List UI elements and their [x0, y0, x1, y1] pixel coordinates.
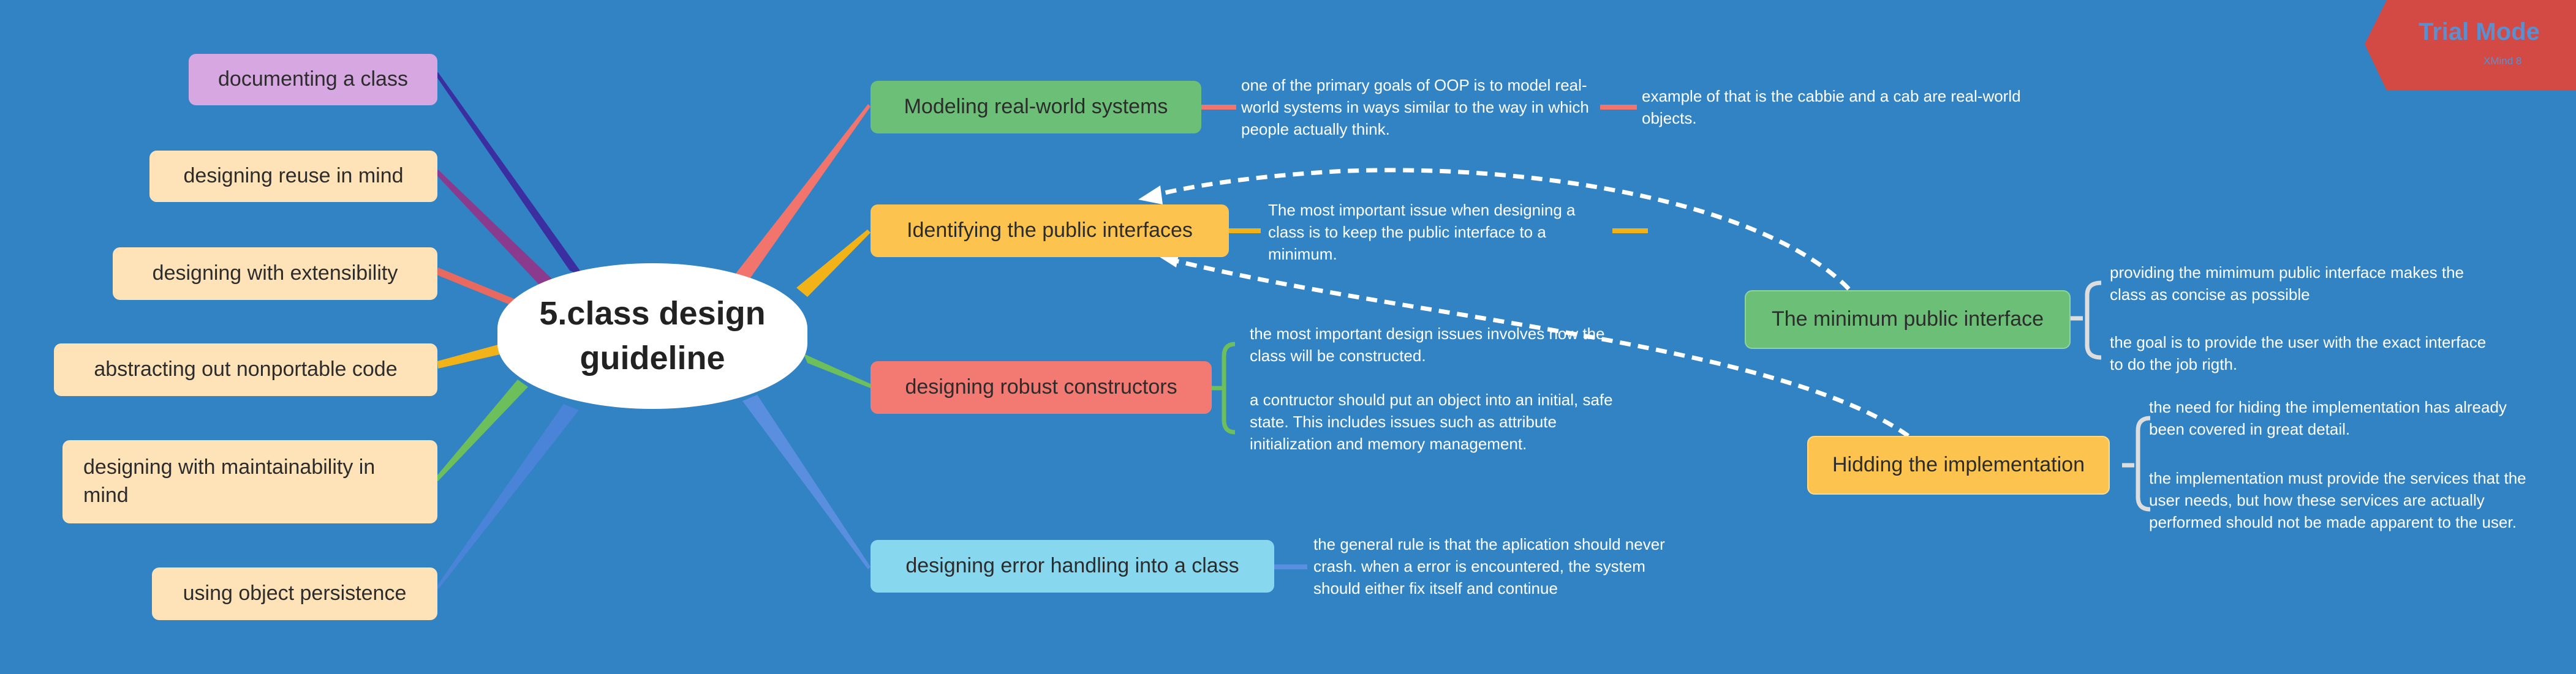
topic-label: abstracting out nonportable code: [94, 358, 398, 381]
topic-robust-constructors[interactable]: designing robust constructors: [871, 361, 1212, 414]
topic-label: documenting a class: [218, 67, 408, 91]
topic-error-handling[interactable]: designing error handling into a class: [871, 540, 1274, 593]
trial-mode-badge[interactable]: Trial Mode XMind 8: [2365, 0, 2576, 91]
topic-abstracting-nonportable[interactable]: abstracting out nonportable code: [54, 343, 437, 396]
bracket-min-interface: [2071, 280, 2102, 360]
branch-abstracting: [437, 341, 513, 369]
branch-constructors: [804, 354, 871, 388]
note-text: the general rule is that the aplication …: [1313, 535, 1665, 597]
topic-designing-reuse[interactable]: designing reuse in mind: [149, 151, 437, 202]
topic-designing-maintainability[interactable]: designing with maintainability in mind: [62, 440, 437, 523]
note-text: the goal is to provide the user with the…: [2110, 333, 2487, 373]
topic-object-persistence[interactable]: using object persistence: [152, 567, 437, 620]
note-min-interface-1: providing the mimimum public interface m…: [2110, 262, 2490, 306]
topic-label: designing reuse in mind: [183, 164, 404, 188]
topic-label: Identifying the public interfaces: [907, 219, 1193, 242]
topic-label: The minimum public interface: [1771, 307, 2044, 331]
topic-label: Hidding the implementation: [1832, 453, 2085, 477]
note-text: one of the primary goals of OOP is to mo…: [1241, 76, 1589, 138]
topic-label: designing error handling into a class: [905, 554, 1239, 578]
note-text: a contructor should put an object into a…: [1250, 391, 1613, 453]
branch-persistence: [436, 404, 579, 590]
note-text: providing the mimimum public interface m…: [2110, 263, 2465, 304]
branch-identifying: [796, 230, 871, 297]
note-text: the implementation must provide the serv…: [2149, 469, 2526, 531]
note-text: the need for hiding the implementation h…: [2149, 398, 2507, 438]
bracket-hidding: [2122, 416, 2151, 512]
topic-label: using object persistence: [183, 582, 407, 605]
branch-extensibility: [437, 268, 524, 309]
topic-label: Modeling real-world systems: [904, 95, 1168, 119]
note-constructors-1: the most important design issues involve…: [1250, 323, 1617, 367]
topic-identifying-public-interfaces[interactable]: Identifying the public interfaces: [871, 204, 1229, 257]
trial-mode-title: Trial Mode: [2419, 18, 2540, 45]
note-text: The most important issue when designing …: [1268, 201, 1576, 263]
topic-documenting-a-class[interactable]: documenting a class: [189, 54, 437, 105]
branch-error: [742, 395, 871, 569]
arrowhead-min-interface: [1138, 185, 1163, 204]
note-identifying: The most important issue when designing …: [1268, 200, 1611, 266]
topic-hidding-implementation[interactable]: Hidding the implementation: [1807, 436, 2110, 495]
bracket-constructors: [1212, 342, 1236, 435]
topic-label: designing with maintainability in mind: [83, 455, 376, 507]
trial-mode-subtitle: XMind 8: [2483, 55, 2522, 67]
topic-designing-extensibility[interactable]: designing with extensibility: [113, 247, 437, 300]
note-text: example of that is the cabbie and a cab …: [1642, 87, 2021, 127]
note-modeling: one of the primary goals of OOP is to mo…: [1241, 75, 1603, 141]
note-text: the most important design issues involve…: [1250, 324, 1605, 365]
note-hidding-1: the need for hiding the implementation h…: [2149, 397, 2517, 441]
branch-maintainability: [435, 380, 528, 481]
note-modeling-example: example of that is the cabbie and a cab …: [1642, 86, 2022, 130]
central-topic[interactable]: 5.class design guideline: [497, 263, 807, 409]
branch-documenting: [434, 72, 584, 277]
relationship-min-interface: [1151, 168, 1851, 291]
topic-label: designing with extensibility: [152, 261, 398, 285]
topic-label: designing robust constructors: [905, 375, 1177, 399]
branch-reuse: [434, 170, 561, 295]
relationship-hidding: [1173, 258, 1910, 438]
note-min-interface-2: the goal is to provide the user with the…: [2110, 332, 2490, 376]
branch-modeling: [735, 104, 871, 280]
topic-minimum-public-interface[interactable]: The minimum public interface: [1745, 290, 2071, 349]
topic-modeling-real-world[interactable]: Modeling real-world systems: [871, 81, 1201, 133]
note-hidding-2: the implementation must provide the serv…: [2149, 468, 2529, 534]
central-topic-label: 5.class design guideline: [539, 295, 766, 376]
note-error-handling: the general rule is that the aplication …: [1313, 534, 1669, 600]
note-constructors-2: a contructor should put an object into a…: [1250, 389, 1617, 455]
